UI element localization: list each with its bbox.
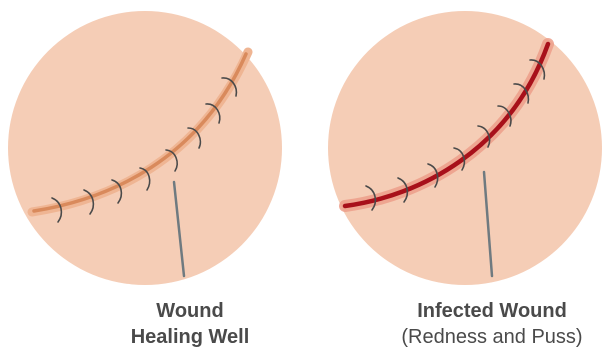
infected-skin-circle <box>328 11 602 285</box>
infected-wound-panel <box>328 11 602 285</box>
healing-caption-line2: Healing Well <box>100 324 280 350</box>
healing-caption-line1: Wound <box>100 298 280 324</box>
infected-wound-caption: Infected Wound (Redness and Puss) <box>370 298 614 350</box>
infected-caption-line2: (Redness and Puss) <box>370 324 614 350</box>
infected-caption-line1: Infected Wound <box>370 298 614 324</box>
healing-skin-circle <box>8 11 282 285</box>
healing-wound-panel <box>8 11 282 285</box>
healing-wound-caption: Wound Healing Well <box>100 298 280 350</box>
